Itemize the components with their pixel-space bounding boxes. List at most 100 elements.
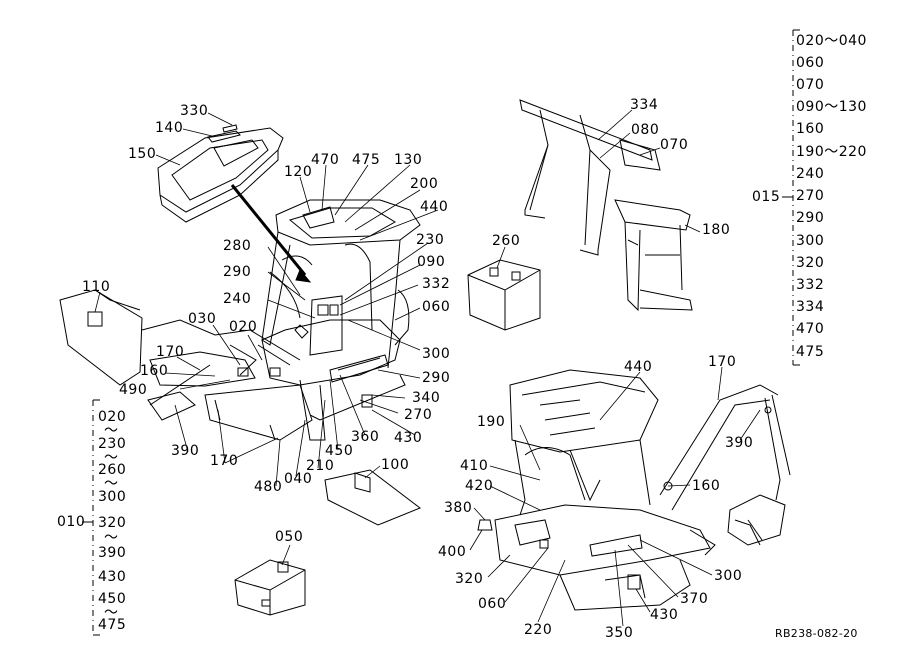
callout-label: 030	[188, 311, 217, 327]
group-015-item: 470	[796, 321, 825, 337]
range-mark: ～	[104, 476, 119, 492]
roof-panel-drawing	[157, 124, 284, 223]
group-015-item: 240	[796, 166, 825, 182]
group-015-item: 020～040	[796, 33, 867, 49]
callout-label: 160	[692, 478, 721, 494]
pointer-arrowhead	[295, 269, 312, 283]
callout-label: 370	[680, 591, 709, 607]
group-015-item: 332	[796, 277, 825, 293]
callout-label: 170	[156, 344, 185, 360]
group-010-item: 300	[98, 489, 127, 505]
callout-label: 230	[416, 232, 445, 248]
excavator-drawing	[477, 369, 791, 611]
group-010-item: 430	[98, 569, 127, 585]
group-010-item: 230	[98, 436, 127, 452]
callout-label: 270	[404, 407, 433, 423]
callout-label: 330	[180, 103, 209, 119]
callout-label: 100	[381, 457, 410, 473]
group-015-item: 334	[796, 299, 825, 315]
callout-label: 332	[422, 276, 451, 292]
callout-label: 380	[444, 500, 473, 516]
group-010-item: 475	[98, 617, 127, 633]
callout-label: 300	[714, 568, 743, 584]
callout-label: 260	[492, 233, 521, 249]
callout-label: 334	[630, 97, 659, 113]
callout-label: 140	[155, 120, 184, 136]
callout-label: 220	[524, 622, 553, 638]
pointer-arrow	[230, 184, 307, 276]
drawing-reference-code: RB238-082-20	[775, 627, 858, 640]
group-010-id: 010	[57, 514, 86, 530]
callout-label: 170	[210, 453, 239, 469]
group-015-item: 475	[796, 344, 825, 360]
group-015-item: 190～220	[796, 144, 867, 160]
callout-label: 180	[702, 222, 731, 238]
callout-label: 490	[119, 382, 148, 398]
callout-label: 300	[422, 346, 451, 362]
callout-label: 200	[410, 176, 439, 192]
callout-label: 150	[128, 146, 157, 162]
callout-label: 410	[460, 458, 489, 474]
callout-label: 130	[394, 152, 423, 168]
range-mark: ～	[104, 450, 119, 466]
callout-label: 080	[631, 122, 660, 138]
callout-label: 040	[284, 471, 313, 487]
tank-050-drawing	[234, 559, 306, 616]
callout-label: 110	[82, 279, 111, 295]
callout-label: 060	[478, 596, 507, 612]
callout-label: 475	[352, 152, 381, 168]
callout-label: 390	[725, 435, 754, 451]
callout-label: 070	[660, 137, 689, 153]
callout-label: 280	[223, 238, 252, 254]
callout-label: 420	[465, 478, 494, 494]
group-015-item: 090～130	[796, 99, 867, 115]
group-010-item: 020	[98, 409, 127, 425]
callout-label: 060	[422, 299, 451, 315]
callout-label: 090	[417, 254, 446, 270]
group-015-item: 300	[796, 233, 825, 249]
group-010-item: 390	[98, 545, 127, 561]
group-015-item: 160	[796, 121, 825, 137]
panel-100-drawing	[324, 469, 422, 526]
callout-label: 210	[306, 458, 335, 474]
group-015-item: 060	[796, 55, 825, 71]
callout-label: 430	[650, 607, 679, 623]
callout-label: 350	[605, 625, 634, 641]
bracket-ends	[93, 29, 800, 636]
callout-label: 440	[420, 199, 449, 215]
bracket-frame-drawing	[519, 99, 693, 312]
callout-label: 430	[394, 430, 423, 446]
callout-label: 390	[171, 443, 200, 459]
callout-label: 190	[477, 414, 506, 430]
battery-260-drawing	[467, 259, 541, 331]
leader-lines	[94, 109, 761, 627]
callout-label: 290	[223, 264, 252, 280]
group-010-item: 320	[98, 515, 127, 531]
callout-label: 050	[275, 529, 304, 545]
group-015-item: 320	[796, 255, 825, 271]
callout-label: 450	[325, 443, 354, 459]
group-010-item: 450	[98, 591, 127, 607]
callout-label: 320	[455, 571, 484, 587]
callout-label: 440	[624, 359, 653, 375]
undercarriage-left-drawing	[59, 289, 313, 441]
callout-label: 340	[412, 390, 441, 406]
callout-label: 170	[708, 354, 737, 370]
group-015-item: 270	[796, 188, 825, 204]
range-mark: ～	[104, 605, 119, 621]
callout-label: 020	[229, 319, 258, 335]
callout-label: 400	[438, 544, 467, 560]
group-015-item: 290	[796, 210, 825, 226]
group-015-id: 015	[752, 189, 781, 205]
callout-label: 470	[311, 152, 340, 168]
range-mark: ～	[104, 530, 119, 546]
callout-label: 290	[422, 370, 451, 386]
group-015-item: 070	[796, 77, 825, 93]
callout-label: 120	[284, 164, 313, 180]
callout-label: 240	[223, 291, 252, 307]
cab-frame-drawing	[261, 199, 421, 441]
callout-label: 360	[351, 429, 380, 445]
group-010-item: 260	[98, 462, 127, 478]
